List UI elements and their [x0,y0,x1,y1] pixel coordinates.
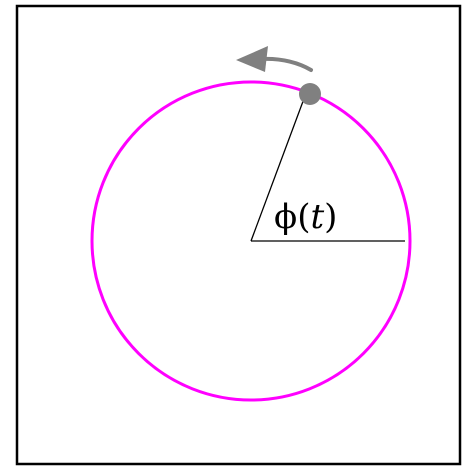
counterclockwise-arrow-icon [236,46,313,72]
arrow-shaft [260,56,313,72]
angle-symbol: ϕ [274,197,297,237]
orbit-circle [90,80,412,402]
arrow-head [236,46,268,72]
time-variable: t [310,197,324,237]
angle-label: ϕ(t) [274,197,337,237]
angle-label-open-paren: ( [297,197,310,237]
moving-point [299,83,321,105]
rotating-radius [250,95,306,242]
diagram-frame [15,4,462,466]
angle-label-close-paren: ) [324,197,337,237]
